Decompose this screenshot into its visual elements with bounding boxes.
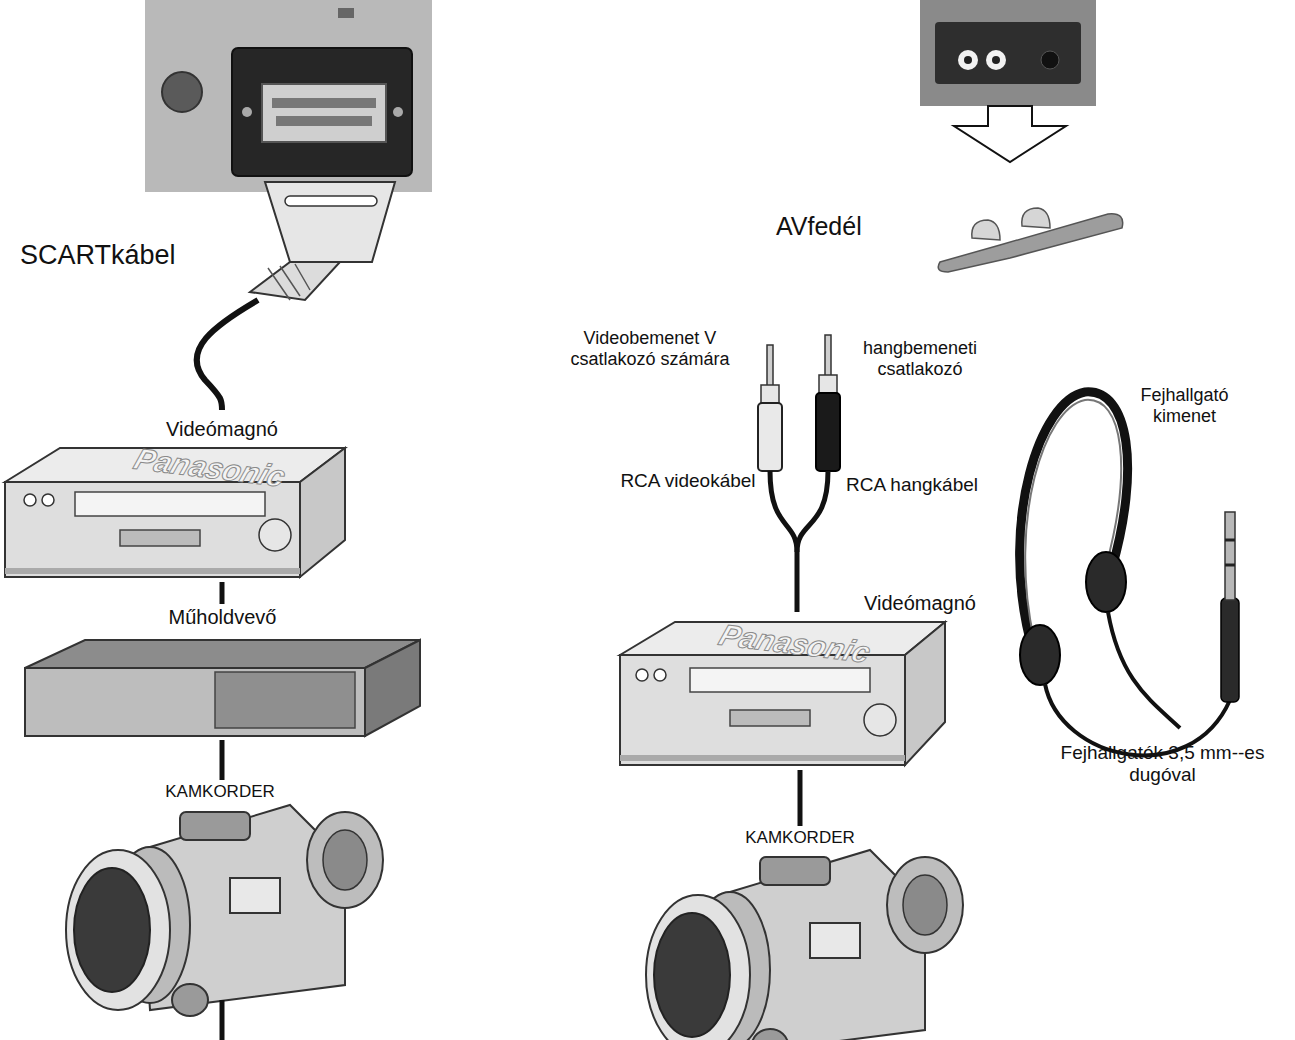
receiver-front xyxy=(25,668,365,736)
screw xyxy=(242,107,252,117)
rca-audio-plug xyxy=(816,393,840,471)
device-node: Videómagnó xyxy=(5,418,345,580)
vcr-button xyxy=(42,494,54,506)
scart-socket-frame xyxy=(232,48,412,176)
video-jack-hole xyxy=(964,56,972,64)
device-label: KAMKORDER xyxy=(640,828,960,848)
jack-ring xyxy=(1225,539,1235,542)
vcr-button xyxy=(24,494,36,506)
device-node: Műholdvevő xyxy=(25,606,420,738)
screw xyxy=(393,107,403,117)
vcr-side xyxy=(300,448,345,577)
part-label: Fejhallgató kimenet xyxy=(1112,385,1257,427)
cable-line xyxy=(220,740,225,780)
rca-shell xyxy=(819,375,837,393)
part-label: RCA hangkábel xyxy=(842,474,982,496)
vcr-dial xyxy=(259,519,291,551)
panel-mark xyxy=(338,8,354,18)
headphone-cable xyxy=(1108,612,1180,728)
jack-ring xyxy=(1225,564,1235,567)
cassette-slot xyxy=(75,492,265,516)
cable-line xyxy=(798,770,803,826)
camcorder xyxy=(66,805,383,1016)
device-label: Videómagnó xyxy=(5,418,345,441)
antenna-socket xyxy=(162,72,202,112)
jack-plug-tip xyxy=(1225,512,1235,600)
scart-pins xyxy=(276,116,372,126)
device-node: KAMKORDER xyxy=(640,828,960,1040)
headband xyxy=(1020,392,1128,640)
scart-plug xyxy=(265,182,395,262)
av-panel-photo xyxy=(920,0,1096,106)
hollow-arrow xyxy=(954,106,1066,162)
ear-cup xyxy=(1020,625,1060,685)
device-label: Videómagnó xyxy=(620,592,980,615)
vcr-front xyxy=(620,655,905,765)
cable-connector xyxy=(800,770,801,826)
rca-cable xyxy=(797,471,828,552)
vcr-button xyxy=(654,669,666,681)
vcr-dial xyxy=(864,704,896,736)
audio-jack-hole xyxy=(992,56,1000,64)
ear-cup xyxy=(1086,552,1126,612)
rca-video-plug xyxy=(758,403,782,471)
headphone-jack xyxy=(1041,51,1059,69)
av-cover-plug xyxy=(1022,208,1050,228)
scart-socket xyxy=(262,84,386,142)
vcr-display xyxy=(730,710,810,726)
vcr-base xyxy=(5,568,300,574)
device-label: KAMKORDER xyxy=(60,782,380,802)
cable-connector xyxy=(222,582,223,604)
rca-cable xyxy=(770,471,797,612)
camcorder xyxy=(646,850,963,1040)
cable-continues xyxy=(220,1000,225,1040)
scart-cable xyxy=(197,300,258,410)
scart-plug-grip xyxy=(250,262,340,300)
vcr-base xyxy=(620,755,905,761)
receiver-panel xyxy=(215,672,355,728)
scart-plug-slot xyxy=(285,196,377,206)
vcr-front xyxy=(5,482,300,577)
video-jack xyxy=(958,50,978,70)
device-node: KAMKORDER xyxy=(60,782,380,1040)
cable-line xyxy=(220,582,225,604)
part-label: Videobemenet V csatlakozó számára xyxy=(565,328,735,370)
av-cover-plug xyxy=(972,220,1000,240)
part-label: AVfedél xyxy=(776,212,926,242)
vcr-side xyxy=(905,622,945,765)
scart-pins xyxy=(272,98,376,108)
audio-jack xyxy=(986,50,1006,70)
rca-shell xyxy=(761,385,779,403)
av-panel-recess xyxy=(935,22,1081,84)
cable-connector xyxy=(222,740,223,780)
part-label: RCA videokábel xyxy=(618,470,758,492)
device-node: Videómagnó xyxy=(620,592,980,768)
tv-panel-photo xyxy=(145,0,432,192)
device-label: Műholdvevő xyxy=(25,606,420,629)
grip-lines xyxy=(268,264,310,300)
receiver-side xyxy=(365,640,420,736)
receiver-top xyxy=(25,640,420,668)
rca-pin xyxy=(825,335,831,380)
vcr-button xyxy=(636,669,648,681)
part-label: Fejhallgatók 3,5 mm--es dugóval xyxy=(1030,742,1295,787)
jack-plug-body xyxy=(1221,598,1239,702)
cassette-slot xyxy=(690,668,870,692)
part-label: SCARTkábel xyxy=(20,240,250,272)
part-label: hangbemeneti csatlakozó xyxy=(840,338,1000,380)
rca-pin xyxy=(767,345,773,390)
vcr-display xyxy=(120,530,200,546)
